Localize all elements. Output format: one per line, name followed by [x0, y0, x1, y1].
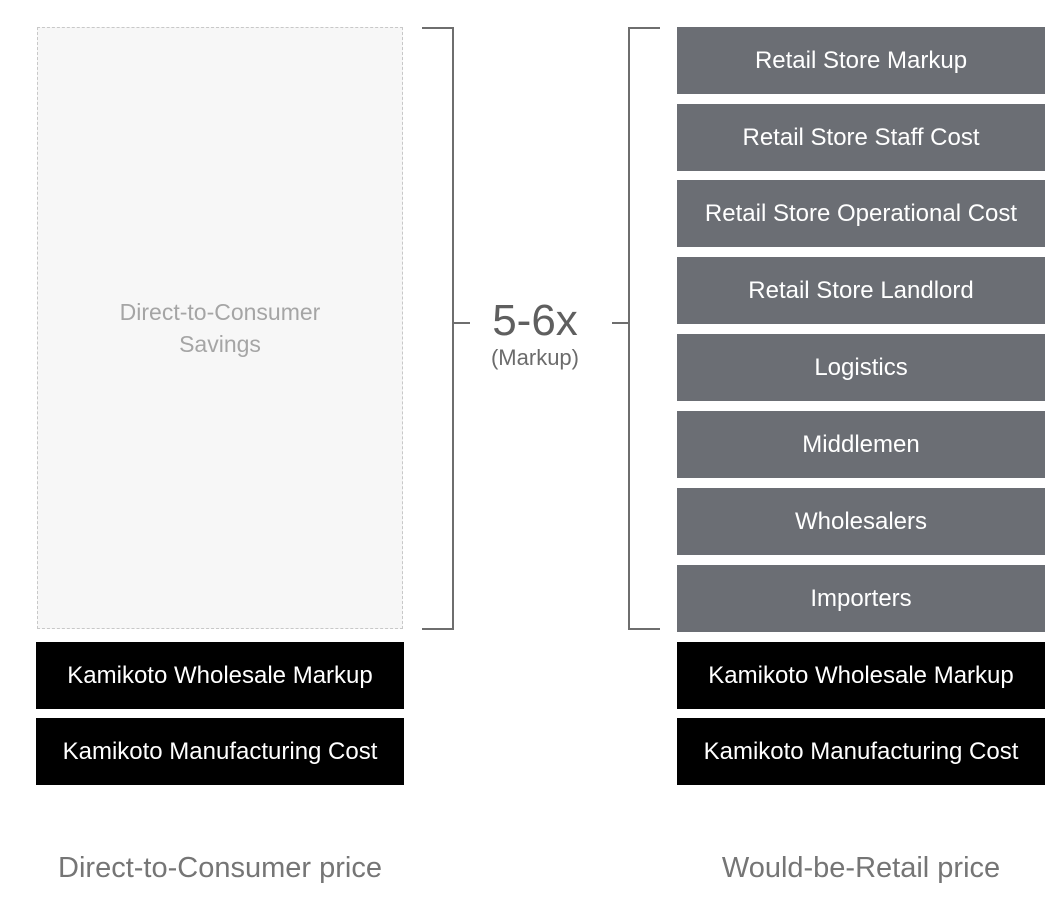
left-bracket — [422, 27, 454, 630]
dtc-savings-label: Direct-to-Consumer Savings — [119, 299, 321, 357]
retail-item-box: Retail Store Markup — [677, 27, 1045, 94]
left-manufacturing-cost-box: Kamikoto Manufacturing Cost — [36, 718, 404, 785]
retail-item-box: Retail Store Operational Cost — [677, 180, 1045, 247]
markup-label: (Markup) — [490, 345, 579, 370]
retail-item-box: Retail Store Landlord — [677, 257, 1045, 324]
right-wholesale-markup-box: Kamikoto Wholesale Markup — [677, 642, 1045, 709]
right-bracket — [628, 27, 660, 630]
dtc-price-caption: Direct-to-Consumer price — [58, 852, 382, 884]
retail-price-caption: Would-be-Retail price — [721, 852, 1001, 884]
dtc-savings-box: Direct-to-Consumer Savings — [37, 27, 403, 629]
right-manufacturing-cost-box: Kamikoto Manufacturing Cost — [677, 718, 1045, 785]
markup-value: 5-6x — [492, 296, 578, 345]
retail-item-box: Retail Store Staff Cost — [677, 104, 1045, 171]
retail-item-box: Wholesalers — [677, 488, 1045, 555]
retail-item-box: Logistics — [677, 334, 1045, 401]
retail-item-box: Middlemen — [677, 411, 1045, 478]
retail-item-box: Importers — [677, 565, 1045, 632]
left-wholesale-markup-box: Kamikoto Wholesale Markup — [36, 642, 404, 709]
